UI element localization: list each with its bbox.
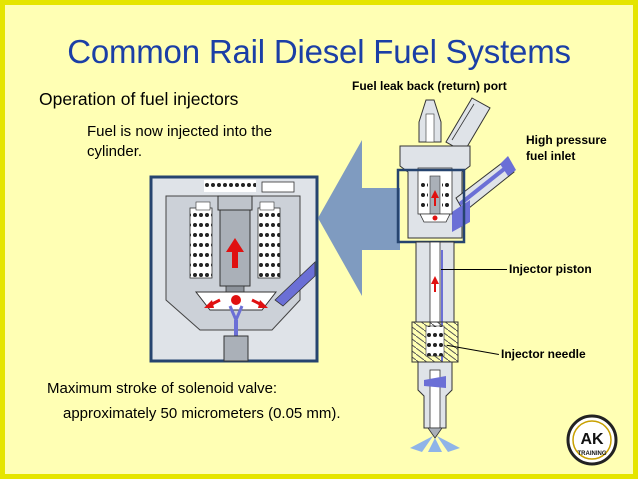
leader-piston bbox=[441, 269, 507, 270]
top-coil bbox=[204, 180, 256, 192]
body-text-line-1: Fuel is now injected into the bbox=[87, 123, 273, 140]
ak-training-logo: AK TRAINING bbox=[566, 414, 618, 466]
zoom-detail-panel bbox=[149, 175, 319, 363]
label-injector-piston: Injector piston bbox=[509, 262, 592, 276]
label-injector-needle: Injector needle bbox=[501, 347, 586, 361]
body-text-line-2: cylinder. bbox=[87, 143, 143, 160]
label-high-pressure-line-1: High pressure bbox=[526, 133, 607, 147]
solenoid-coil-left bbox=[189, 207, 213, 279]
slide-subtitle: Operation of fuel injectors bbox=[39, 89, 239, 109]
injector-body bbox=[396, 97, 516, 452]
label-leak-back-port: Fuel leak back (return) port bbox=[352, 79, 507, 93]
fuel-spray bbox=[410, 436, 460, 452]
label-high-pressure-line-2: fuel inlet bbox=[526, 149, 576, 163]
slide-title: Common Rail Diesel Fuel Systems bbox=[67, 33, 571, 70]
detail-up-arrow bbox=[226, 238, 244, 268]
note-line-1: Maximum stroke of solenoid valve: bbox=[47, 380, 278, 397]
electrical-connector bbox=[445, 97, 491, 153]
logo-text-sub: TRAINING bbox=[578, 451, 607, 457]
ball-valve bbox=[231, 295, 241, 305]
logo-text-main: AK bbox=[580, 431, 604, 448]
zoom-pointer-arrow bbox=[318, 140, 400, 296]
solenoid-coil-right bbox=[257, 207, 281, 279]
note-line-2: approximately 50 micrometers (0.05 mm). bbox=[63, 405, 341, 422]
